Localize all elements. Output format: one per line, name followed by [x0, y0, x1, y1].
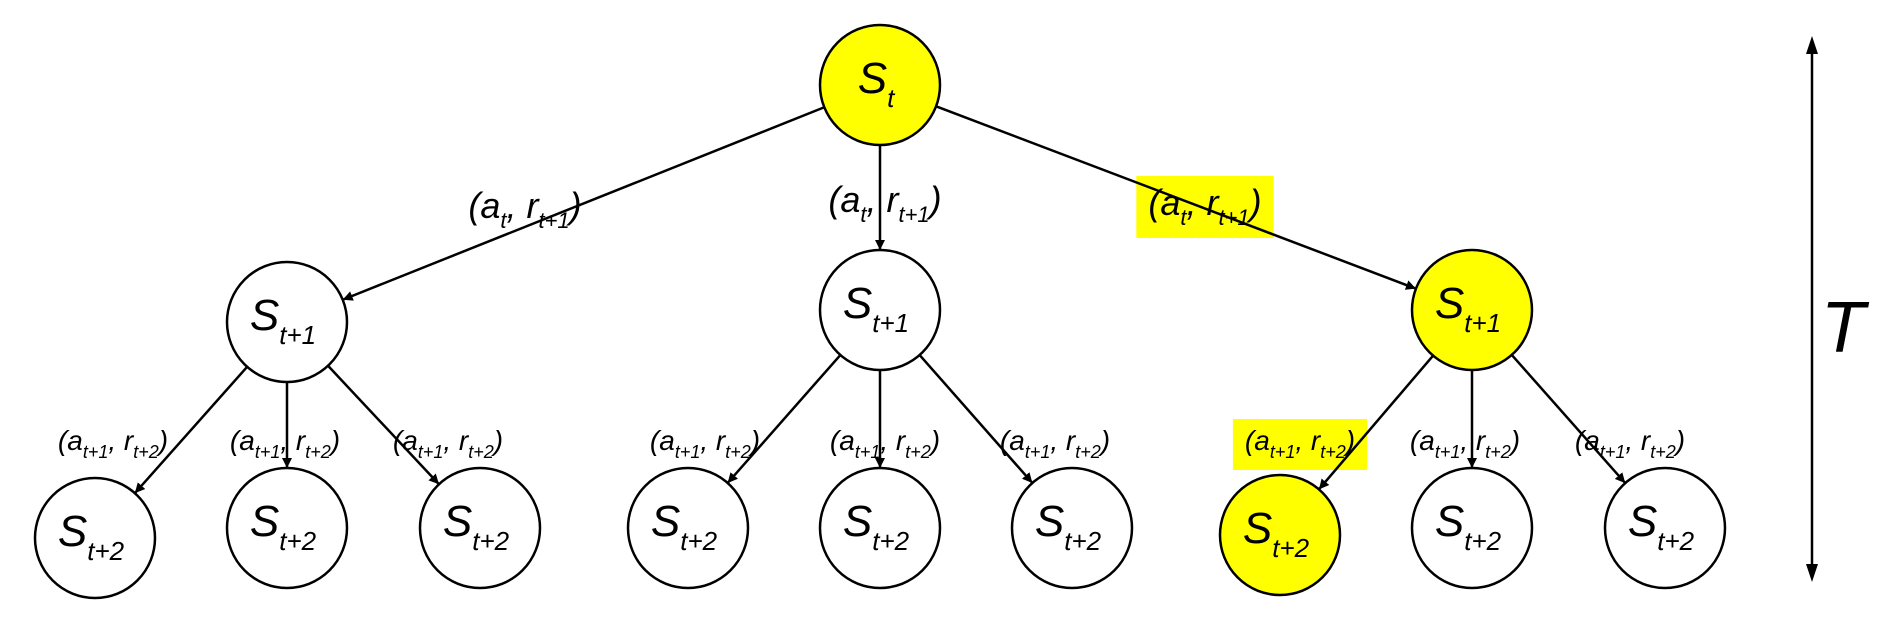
node-circle: [818, 248, 942, 372]
node-l2-5: St+2: [818, 466, 942, 590]
node-label: St+2: [651, 497, 718, 556]
node-circle: [1603, 466, 1727, 590]
node-label: St+1: [843, 279, 909, 338]
edge-arrow-root-to-l1-right: [935, 105, 1416, 290]
edges-layer: [134, 105, 1626, 494]
edge-arrow-l1-mid-to-l2-6: [918, 354, 1033, 484]
node-l2-3: St+2: [418, 466, 542, 590]
node-circle: [225, 260, 349, 384]
edge-arrow-l1-right-to-l2-7: [1318, 354, 1435, 490]
node-l2-6: St+2: [1010, 466, 1134, 590]
node-label: St+2: [58, 507, 125, 566]
node-circle: [418, 466, 542, 590]
node-circle: [225, 466, 349, 590]
node-label: St+1: [250, 291, 316, 350]
edge-arrow-l1-mid-to-l2-4: [727, 354, 842, 484]
time-axis-arrowhead-top: [1806, 36, 1818, 54]
node-l2-4: St+2: [626, 466, 750, 590]
node-label: St+2: [1628, 497, 1695, 556]
edge-labels-layer: (at, rt+1) (at, rt+1) (at, rt+1) (at+1, rt+…: [58, 179, 1685, 462]
edge-label-l1-left-to-l2-2: (at+1, rt+2): [230, 425, 340, 462]
edge-label-l1-mid-to-l2-5: (at+1, rt+2): [830, 425, 940, 462]
edge-label-root-to-l1-mid: (at, rt+1): [828, 179, 941, 227]
time-axis-arrowhead-bottom: [1806, 564, 1818, 582]
label-highlight-layer: [1136, 176, 1368, 470]
node-label: St: [858, 54, 896, 113]
node-circle: [1010, 466, 1134, 590]
node-label: St+2: [1035, 497, 1102, 556]
edge-label-l1-right-to-l2-9: (at+1, rt+2): [1575, 425, 1685, 462]
edge-arrow-root-to-l1-left: [342, 106, 825, 301]
node-l1-mid: St+1: [818, 248, 942, 372]
node-circle: [1410, 466, 1534, 590]
edge-arrow-l1-right-to-l2-9: [1510, 354, 1626, 484]
node-label: St+1: [1435, 279, 1501, 338]
edge-label-root-to-l1-right: (at, rt+1): [1148, 182, 1261, 230]
node-circle: [818, 23, 942, 147]
node-root: St: [818, 23, 942, 147]
node-l1-right: St+1: [1410, 248, 1534, 372]
node-circle: [33, 476, 157, 600]
time-axis-label: T: [1821, 288, 1870, 368]
edge-label-l1-left-to-l2-1: (at+1, rt+2): [58, 425, 168, 462]
edge-label-l1-right-to-l2-8: (at+1, rt+2): [1410, 425, 1520, 462]
edge-label-l1-right-to-l2-7: (at+1, rt+2): [1245, 425, 1355, 462]
node-circle: [818, 466, 942, 590]
node-l2-7: St+2: [1218, 473, 1342, 597]
edge-arrow-l1-left-to-l2-1: [134, 366, 249, 494]
node-l2-1: St+2: [33, 476, 157, 600]
edge-label-l1-mid-to-l2-4: (at+1, rt+2): [650, 425, 760, 462]
edge-label-root-to-l1-left: (at, rt+1): [468, 185, 581, 233]
edge-label-l1-mid-to-l2-6: (at+1, rt+2): [1000, 425, 1110, 462]
node-circle: [626, 466, 750, 590]
node-l2-9: St+2: [1603, 466, 1727, 590]
node-circle: [1410, 248, 1534, 372]
edge-arrow-l1-left-to-l2-3: [327, 364, 440, 485]
node-l1-left: St+1: [225, 260, 349, 384]
node-label: St+2: [443, 497, 510, 556]
node-l2-2: St+2: [225, 466, 349, 590]
node-l2-8: St+2: [1410, 466, 1534, 590]
node-circle: [1218, 473, 1342, 597]
time-axis: T: [1806, 36, 1870, 582]
node-label: St+2: [1243, 504, 1310, 563]
edge-label-l1-left-to-l2-3: (at+1, rt+2): [393, 425, 503, 462]
edge-label-highlight: [1136, 176, 1274, 238]
node-label: St+2: [1435, 497, 1502, 556]
node-label: St+2: [250, 497, 317, 556]
node-label: St+2: [843, 497, 910, 556]
edge-label-highlight: [1232, 419, 1368, 470]
